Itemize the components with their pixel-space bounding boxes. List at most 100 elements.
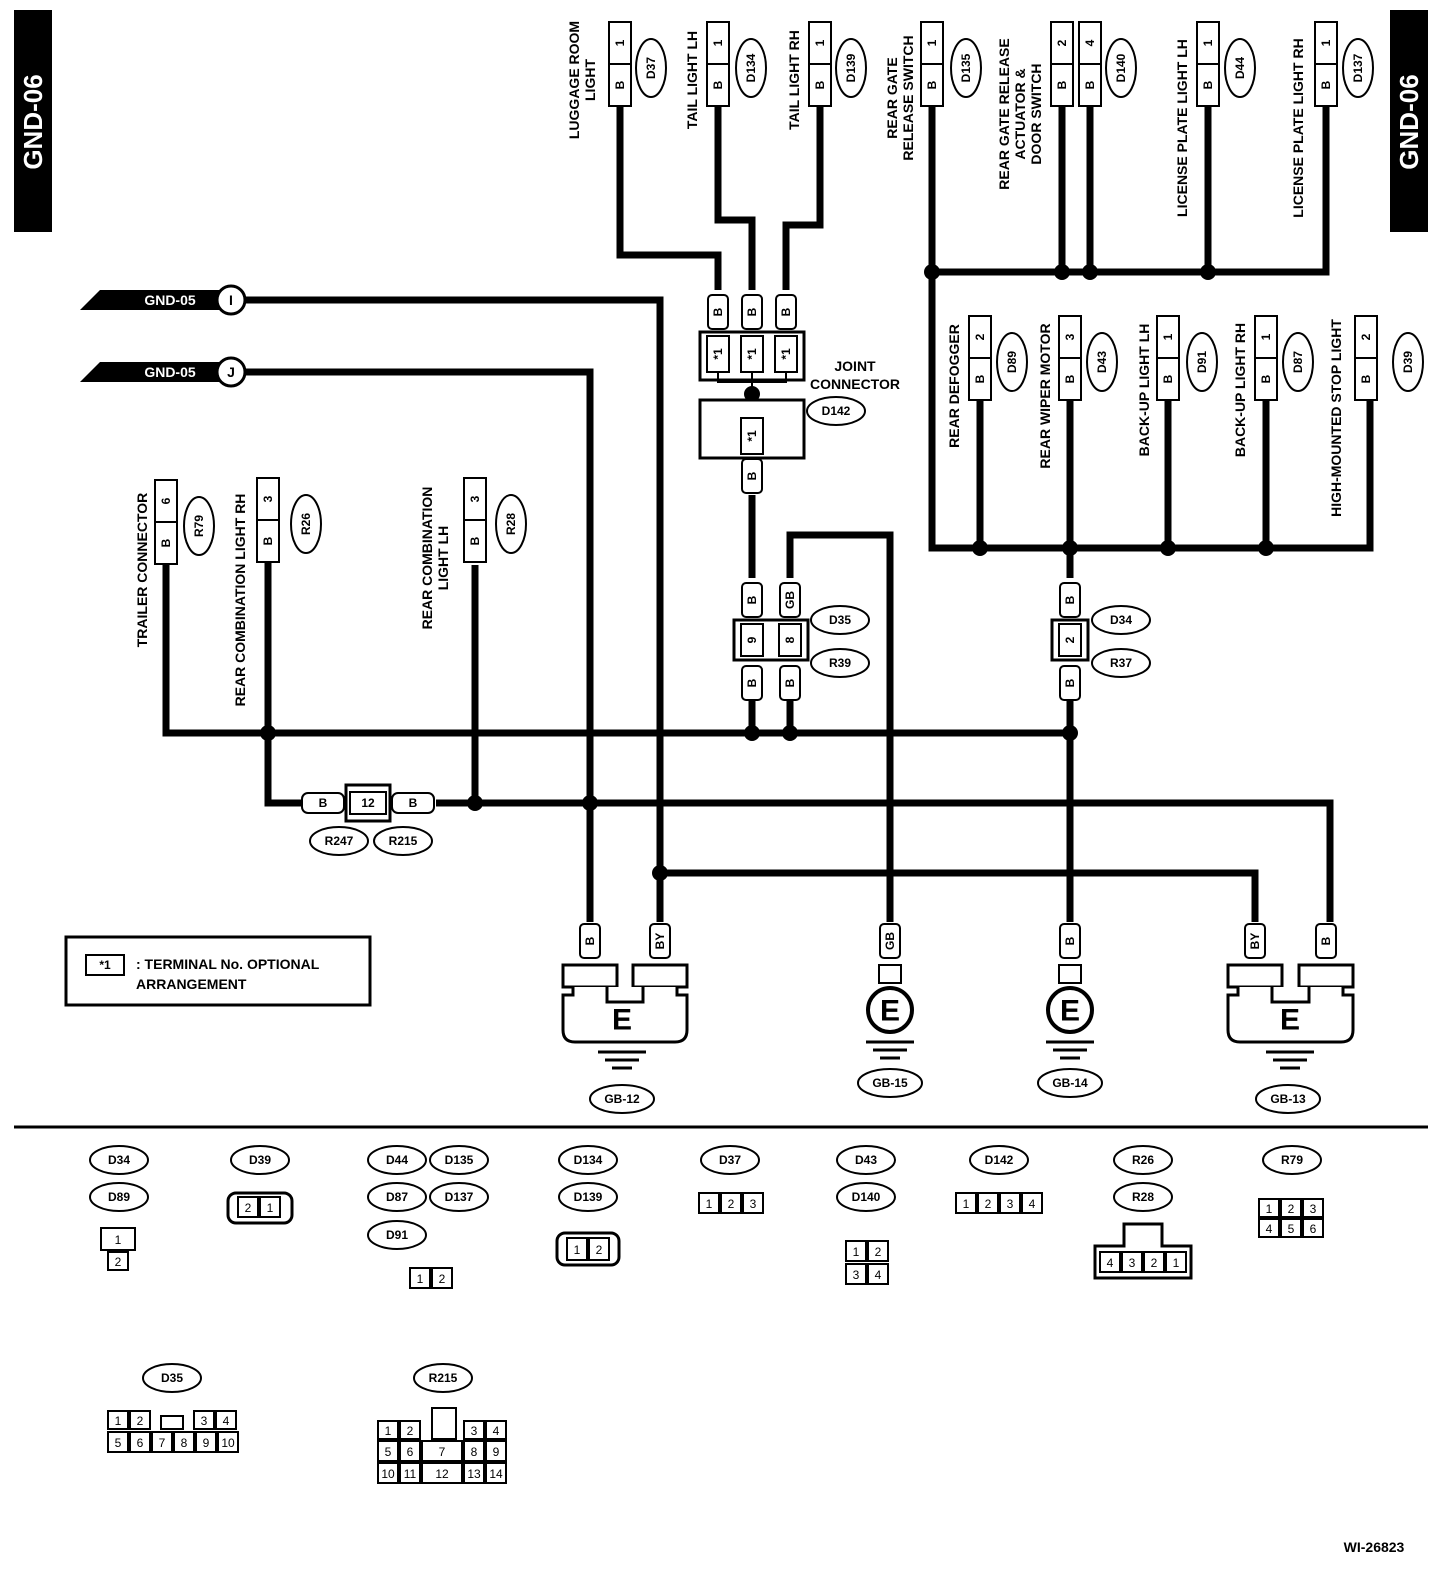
view-d35-pin-1: 1 [115,1414,122,1428]
junction-dot [1258,540,1274,556]
view-d34-pin-2: 2 [115,1255,122,1269]
view-r215-pin-6-cell [399,1440,421,1462]
joint-terminal-label-out: *1 [745,430,759,442]
view-r215-pin-10-cell [377,1462,399,1484]
joint-terminal-label-j2: *1 [745,348,759,360]
trailer-connector-pin: 6 [159,497,173,504]
d34-pin: 2 [1063,636,1077,643]
view-d39-ref: D39 [249,1153,271,1167]
view-r79-ref: R79 [1281,1153,1303,1167]
view-d142-pin-2-cell [977,1192,999,1214]
view-d43-ref: D43 [855,1153,877,1167]
view-r215-pin-14: 14 [489,1467,503,1481]
view-d91-ref-oval [367,1220,427,1250]
wire-gb15 [786,531,894,922]
view-r215-pin-9: 9 [493,1445,500,1459]
view-r28-ref: R28 [1132,1190,1154,1204]
r247-wire-box [301,792,345,814]
d140-wire-1: B [1055,80,1069,89]
ground-gb13-body [1226,985,1355,1044]
ground-gb13-ref: GB-13 [1270,1092,1306,1106]
view-d35-pin-9: 9 [203,1436,210,1450]
view-r79-pin-6: 6 [1310,1222,1317,1236]
view-r79-pin-4: 4 [1266,1222,1273,1236]
view-d142-pin-3: 3 [1007,1197,1014,1211]
view-d91-ref: D91 [386,1228,408,1242]
junction-dot [582,795,598,811]
view-d39-pin-1: 1 [267,1201,274,1215]
ground-gb12-ref: GB-12 [604,1092,640,1106]
view-r215-pin-13: 13 [467,1467,481,1481]
license-plate-light-rh-ref-oval [1342,38,1374,98]
view-d37-pin-1-cell [698,1192,720,1214]
view-r215-pin-13-cell [463,1462,485,1484]
view-d137-ref: D137 [445,1190,474,1204]
d35-pin8: 8 [783,636,797,643]
ground-gb13-wire-1-box [1244,923,1266,959]
junction-dot [1200,264,1216,280]
junction-dot [782,725,798,741]
view-d142-ref-oval [969,1145,1029,1175]
view-r215-pin-8-cell [463,1440,485,1462]
rear-combination-light-rh-pin: 3 [261,495,275,502]
d140-ref-oval [1105,38,1137,98]
view-r26-pin-2: 2 [1151,1256,1158,1270]
rear-combination-light-lh-ref: R28 [504,513,518,535]
ground-gb13-earth-symbol [1266,1050,1314,1070]
view-d34-pin-1-cell [100,1227,136,1251]
d35-pin9: 9 [745,636,759,643]
back-up-light-rh-ref: D87 [1291,351,1305,373]
rear-defogger-wire-code: B [973,374,987,383]
view-d44-pin-2: 2 [439,1272,446,1286]
high-mounted-stop-light-ref: D39 [1401,351,1415,373]
view-d35-pin-7: 7 [159,1436,166,1450]
view-r215-pin-1: 1 [385,1424,392,1438]
view-r215-pin-5: 5 [385,1445,392,1459]
r247-pin-box [349,791,387,815]
gnd05-j-marker: J [227,364,235,380]
view-r79-pin-4-cell [1258,1218,1280,1238]
d35-ref: D35 [829,613,851,627]
ground-gb14-earth-symbol [1046,1040,1094,1060]
rear-combination-light-rh-ref-oval [290,494,322,554]
view-d39-pin-1-cell [259,1196,281,1218]
rear-defogger-pin: 2 [973,333,987,340]
junction-dot [972,540,988,556]
ground-gb13-lug-1 [1226,963,1284,989]
ground-gb15-wire-box [879,923,901,959]
d140-pin4: 4 [1083,39,1097,46]
view-d135-ref: D135 [445,1153,474,1167]
r37-ref-oval [1091,648,1151,678]
d35-bottom-wire-1: B [745,678,759,687]
view-d34-pin-2-cell [107,1251,129,1271]
joint-connector-ref: D142 [822,404,851,418]
view-d137-ref-oval [429,1182,489,1212]
view-r215-key [431,1407,457,1440]
r39-ref-oval [810,648,870,678]
view-r215-pin-7: 7 [439,1445,446,1459]
view-r79-pin-5-cell [1280,1218,1302,1238]
view-r28-ref-oval [1113,1182,1173,1212]
d35-bottom-wire-1-box [741,665,763,701]
ground-gb15-e: E [880,995,900,1028]
view-d142-pin-3-cell [999,1192,1021,1214]
back-up-light-lh-pin: 1 [1161,333,1175,340]
rear-wiper-motor-label: REAR WIPER MOTOR [1037,323,1053,468]
gnd05-i-label: GND-05 [144,292,196,308]
view-r215-ref-oval [413,1363,473,1393]
ground-gb14-circle [1046,986,1094,1034]
high-mounted-stop-light-wire-code: B [1359,374,1373,383]
view-r79-ref-oval [1262,1145,1322,1175]
d35-ref-oval [810,605,870,635]
rear-combination-light-lh-wire-code: B [468,536,482,545]
wire-gnd05-i [230,296,664,922]
view-r215-pin-7-cell [421,1440,463,1462]
d35-top-wire-2-box [779,582,801,618]
wire-right-bus-lower [928,100,1374,552]
view-d39-ref-oval [230,1145,290,1175]
d140-ref: D140 [1114,53,1128,82]
joint-b-1-box [707,294,729,330]
wire-ground-bus-1 [162,565,1070,737]
